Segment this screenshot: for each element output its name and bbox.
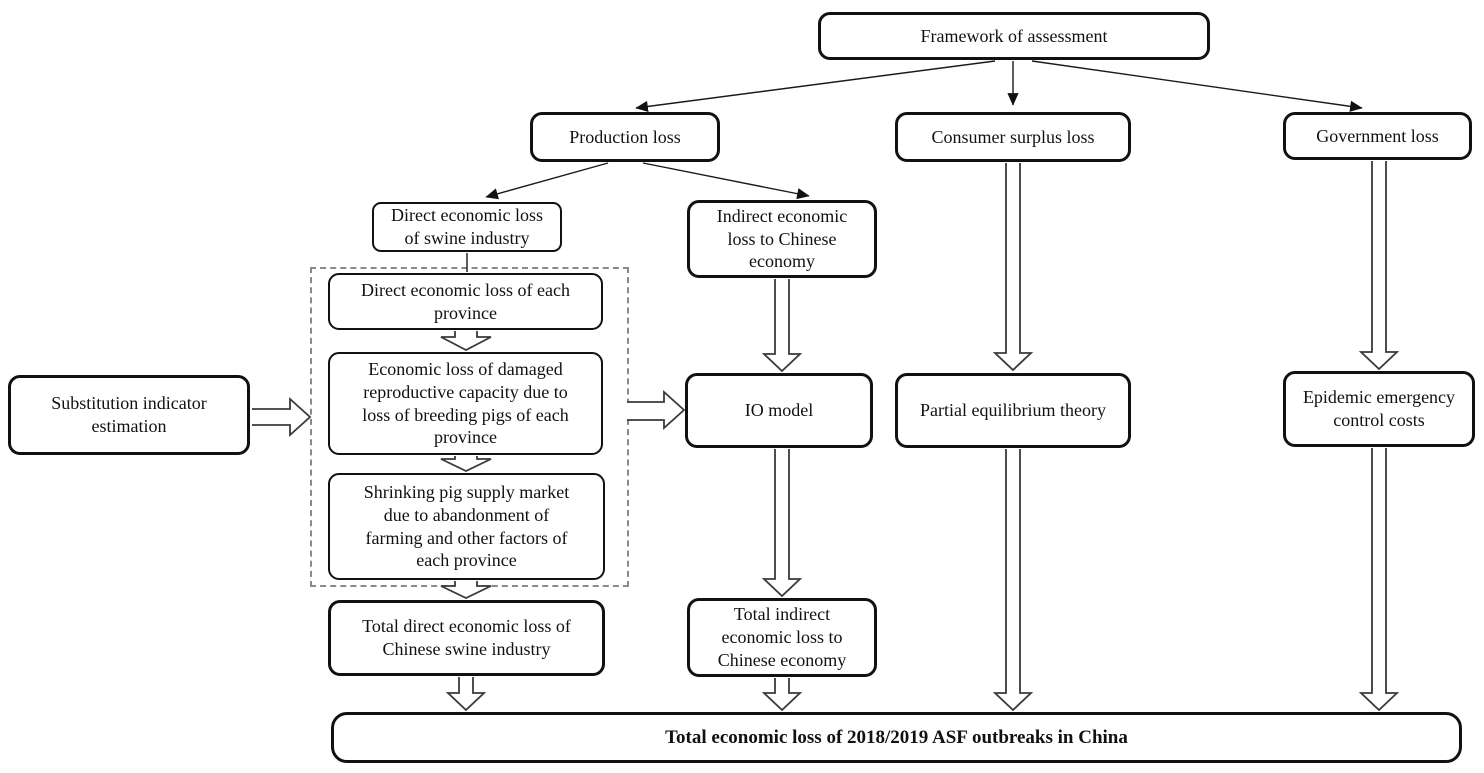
node-label: Total direct economic loss of Chinese sw… xyxy=(362,616,571,659)
node-production-loss: Production loss xyxy=(530,112,720,162)
node-direct-economic-loss-each-province: Direct economic loss of each province xyxy=(328,273,603,330)
node-label: Framework of assessment xyxy=(920,25,1108,46)
node-label: Partial equilibrium theory xyxy=(920,400,1106,421)
node-label: Direct economic loss of each province xyxy=(361,279,570,323)
node-label: Indirect economic loss to Chinese econom… xyxy=(716,206,848,272)
node-total-direct-economic-loss: Total direct economic loss of Chinese sw… xyxy=(328,600,605,676)
node-label: Production loss xyxy=(569,126,681,147)
arrow-epidemic-costs-to-total-loss xyxy=(1358,448,1400,712)
arrow-total-indirect-to-total-loss xyxy=(761,678,803,712)
arrow-framework-to-government xyxy=(1031,60,1363,112)
arrow-partial-eq-to-total-loss xyxy=(992,449,1034,712)
node-economic-loss-damaged-reproductive-capacity: Economic loss of damaged reproductive ca… xyxy=(328,352,603,455)
node-label: Shrinking pig supply market due to aband… xyxy=(363,482,570,571)
node-label: Substitution indicator estimation xyxy=(51,393,207,436)
arrow-production-to-indirect-economy xyxy=(642,162,810,200)
node-indirect-economic-loss-chinese-economy: Indirect economic loss to Chinese econom… xyxy=(687,200,877,278)
node-consumer-surplus-loss: Consumer surplus loss xyxy=(895,112,1131,162)
arrow-io-model-to-total-indirect xyxy=(761,449,803,598)
node-substitution-indicator-estimation: Substitution indicator estimation xyxy=(8,375,250,455)
arrow-production-to-direct-swine xyxy=(485,162,609,200)
arrow-total-direct-to-total-loss xyxy=(445,677,487,712)
arrow-province-group-to-io-model xyxy=(627,389,686,431)
node-partial-equilibrium-theory: Partial equilibrium theory xyxy=(895,373,1131,448)
node-direct-economic-loss-swine-industry: Direct economic loss of swine industry xyxy=(372,202,562,252)
arrow-consumer-to-partial-eq xyxy=(992,163,1034,372)
arrow-indirect-economy-to-io-model xyxy=(761,279,803,373)
node-label: Epidemic emergency control costs xyxy=(1302,387,1456,430)
node-io-model: IO model xyxy=(685,373,873,448)
node-label: Total indirect economic loss to Chinese … xyxy=(717,604,847,670)
node-epidemic-emergency-control-costs: Epidemic emergency control costs xyxy=(1283,371,1475,447)
arrow-framework-to-production xyxy=(635,60,996,113)
node-label: Direct economic loss of swine industry xyxy=(391,205,543,248)
node-framework-of-assessment: Framework of assessment xyxy=(818,12,1210,60)
node-total-indirect-economic-loss: Total indirect economic loss to Chinese … xyxy=(687,598,877,677)
node-label: IO model xyxy=(744,400,814,421)
node-total-economic-loss-bar: Total economic loss of 2018/2019 ASF out… xyxy=(331,712,1462,763)
node-label: Economic loss of damaged reproductive ca… xyxy=(362,359,569,448)
arrow-substitution-to-province-group xyxy=(252,396,312,438)
node-label: Total economic loss of 2018/2019 ASF out… xyxy=(665,726,1128,748)
node-label: Government loss xyxy=(1316,125,1439,146)
node-government-loss: Government loss xyxy=(1283,112,1472,160)
arrow-government-to-epidemic-costs xyxy=(1358,161,1400,371)
node-label: Consumer surplus loss xyxy=(931,126,1095,147)
node-shrinking-pig-supply-market: Shrinking pig supply market due to aband… xyxy=(328,473,605,580)
